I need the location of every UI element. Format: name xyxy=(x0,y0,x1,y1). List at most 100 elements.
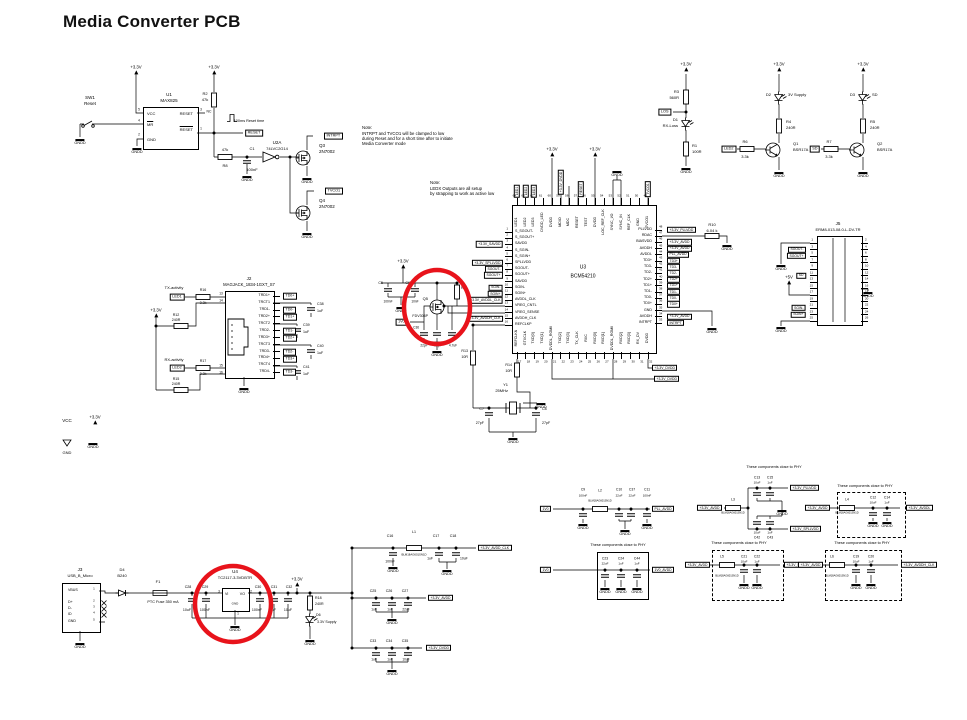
net-tag: +3.3V_SPLLVDD xyxy=(790,525,822,533)
schematic-label: 4.7uF xyxy=(448,343,458,348)
power-arrow-icon xyxy=(860,67,865,72)
schematic-label: R8 xyxy=(222,163,228,168)
schematic-label: 100nF xyxy=(383,299,393,304)
pin-number: 38 xyxy=(659,286,663,291)
pin-stub xyxy=(542,352,544,359)
pin-number: 56 xyxy=(582,193,586,198)
schematic-label: GND xyxy=(68,619,76,624)
pin-name: SGOUT- xyxy=(515,266,529,271)
net-tag: TD0- xyxy=(283,306,296,314)
legend-vcc: VCC xyxy=(62,417,72,423)
pin-stub xyxy=(505,250,512,251)
pin-name: AVDDL_CLK xyxy=(515,297,536,302)
schematic-label: C13 xyxy=(753,475,761,480)
net-tag: +3.3V_AVDD xyxy=(696,504,722,512)
legend-gnd: GND xyxy=(62,450,72,455)
pin-name: GTXCLK xyxy=(522,330,527,346)
schematic-label: R6 xyxy=(742,139,748,144)
pin-number: 54 xyxy=(599,193,604,198)
ground-bar-icon xyxy=(616,588,626,591)
net-tag: TD0+ xyxy=(283,292,297,300)
ground-symbol: GNDD xyxy=(535,403,547,409)
pin-number: 24 xyxy=(579,359,583,364)
net-tag: TD2+ xyxy=(283,334,297,342)
schematic-label: C5 xyxy=(378,281,383,286)
pin-number: 3 xyxy=(506,238,508,243)
ground-bar-icon xyxy=(776,327,786,330)
schematic-label: R7 xyxy=(826,139,832,144)
pin-number: 10 xyxy=(504,282,508,287)
schematic-label: 47k xyxy=(221,147,229,152)
schematic-label: D- xyxy=(68,606,72,611)
pin-number: 25 xyxy=(587,359,592,364)
pin-number: 23 xyxy=(809,309,813,313)
schematic-label: 100nF xyxy=(578,493,588,497)
net-tag: TVCO1 xyxy=(325,187,343,195)
pin-name: REFCLKP xyxy=(515,322,532,327)
pin-number: 63 xyxy=(521,193,525,198)
pin-number: 18 xyxy=(526,359,531,364)
ground-symbol: GNDD xyxy=(619,530,631,536)
ground-symbol: GNDD xyxy=(74,643,86,649)
net-tag: LED1 xyxy=(169,293,185,301)
pin-name: TD2- xyxy=(644,270,652,275)
pin-name: TD1+ xyxy=(643,283,652,287)
pin-name: TRD3- xyxy=(259,348,270,353)
schematic-label: 10uF xyxy=(753,530,761,535)
schematic-label: C35 xyxy=(401,639,409,644)
power-flag: +5V xyxy=(785,275,793,285)
pin-number: 32 xyxy=(648,359,653,364)
schematic-label: 15 xyxy=(219,363,223,368)
schematic-label: U4 xyxy=(232,568,238,574)
schematic-label: D4 xyxy=(119,567,125,572)
ground-symbol: GNDD xyxy=(865,584,877,590)
schematic-label: C43 xyxy=(766,535,774,540)
pin-name: S_SGOUT+ xyxy=(515,235,535,240)
schematic-label: C1 xyxy=(249,146,255,151)
ground-symbol: GNDD xyxy=(631,588,643,594)
ground-symbol: GNDD xyxy=(241,176,253,182)
schematic-label: C28 xyxy=(184,585,192,590)
pin-stub xyxy=(516,198,518,205)
schematic-label: SW1 xyxy=(85,94,95,100)
pin-number: 42 xyxy=(659,261,663,266)
schematic-label: 1uF xyxy=(269,608,277,613)
schematic-label: 240R xyxy=(171,318,181,323)
net-tag: TD3- xyxy=(283,368,296,376)
schematic-label: Media Converter mode xyxy=(362,140,406,146)
pin-name: REFCLKN xyxy=(514,329,519,347)
ground-symbol: GNDD xyxy=(611,171,623,177)
pin-name: DVDD xyxy=(592,216,597,228)
schematic-label: 1 xyxy=(200,126,202,131)
schematic-label: 240R xyxy=(171,382,181,387)
net-tag: +3.3V_AVDD xyxy=(428,594,454,602)
schematic-label: C30 xyxy=(254,585,262,590)
pin-number: 55 xyxy=(591,193,595,198)
schematic-label: ERM8-013-08.0-L-DV-TR xyxy=(815,227,861,232)
schematic-label: 4 xyxy=(138,118,140,123)
schematic-label: 100ms Reset time xyxy=(233,119,265,124)
pin-number: 15 xyxy=(809,283,813,287)
power-arrow-icon xyxy=(133,70,138,75)
pin-number: 40 xyxy=(659,274,663,279)
pin-number: 46 xyxy=(659,236,663,241)
pin-number: 26 xyxy=(596,359,600,364)
schematic-label: SD xyxy=(872,92,878,97)
schematic-label: 240R xyxy=(786,125,796,130)
power-flag: +3.3V xyxy=(546,147,558,157)
pin-name: REF_CLK xyxy=(627,213,632,231)
schematic-label: VO xyxy=(239,592,245,597)
pin-number: 7 xyxy=(811,257,813,261)
net-tag: +3.3V_PLLVDD xyxy=(790,484,819,492)
schematic-label: Q3 xyxy=(319,142,326,148)
schematic-label: 1uF xyxy=(634,561,640,566)
pin-name: GND xyxy=(636,218,641,226)
ground-symbol: GNDD xyxy=(301,178,313,184)
net-tag: TD1+ xyxy=(283,313,297,321)
net-tag: INTRPT xyxy=(667,319,685,327)
pin-number: 51 xyxy=(626,193,630,198)
schematic-label: 10uF xyxy=(402,656,410,661)
pin-name: DVDD xyxy=(645,332,650,344)
pin-number: 9 xyxy=(811,263,813,268)
schematic-label: BLM18AG601SN1D xyxy=(588,499,612,503)
